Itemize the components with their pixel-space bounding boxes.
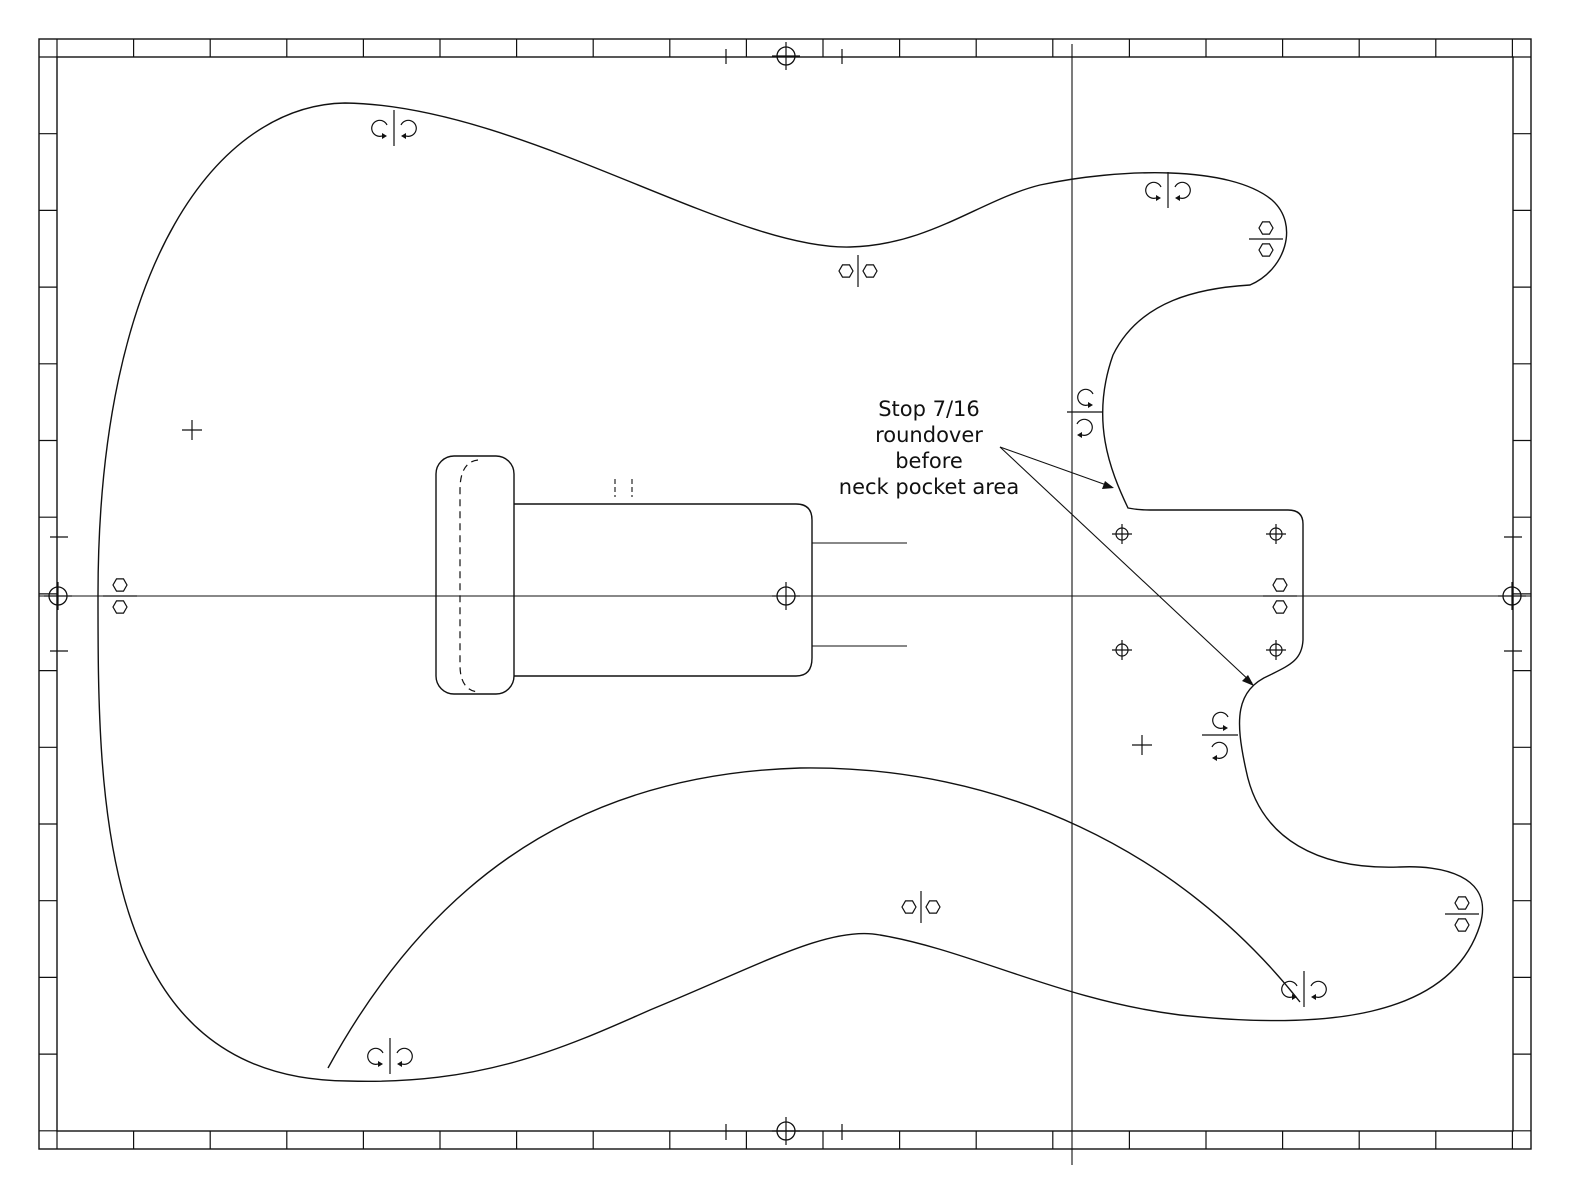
note-arrow-bottom-head xyxy=(1242,675,1254,686)
symbols-layer xyxy=(44,42,1526,1145)
neck-screw-icon xyxy=(1266,524,1286,544)
crosshair-circle-icon xyxy=(1498,582,1526,610)
note-arrow-top-head xyxy=(1102,481,1114,489)
rotation-arrows-icon xyxy=(1281,971,1327,1007)
crosshair-circle-icon xyxy=(772,582,800,610)
body-outline xyxy=(97,102,1483,1083)
rotation-arrows-icon xyxy=(371,110,417,146)
lower-horn-curve xyxy=(327,767,1301,1069)
crosshair-icon xyxy=(1132,735,1152,755)
roundover-note: Stop 7/16 roundover before neck pocket a… xyxy=(824,396,1034,500)
rotation-arrows-icon xyxy=(1202,711,1238,761)
inner-border xyxy=(56,56,1514,1132)
hex-nut-pair-icon xyxy=(838,255,878,287)
rotation-arrows-icon xyxy=(1067,388,1103,438)
note-arrow-top xyxy=(999,446,1113,488)
rotation-arrows-icon xyxy=(367,1038,413,1074)
hex-nut-pair-icon xyxy=(1263,578,1297,614)
neck-screw-icon xyxy=(1266,640,1286,660)
note-line-2: roundover xyxy=(875,423,983,447)
hex-nut-pair-icon xyxy=(1445,896,1479,932)
crosshair-circle-icon xyxy=(772,1117,800,1145)
hex-nut-pair-icon xyxy=(103,578,137,614)
neck-screw-icon xyxy=(1112,524,1132,544)
bridge-inner-dashed xyxy=(459,459,479,693)
note-line-4: neck pocket area xyxy=(838,475,1020,499)
bridge-block xyxy=(435,455,515,695)
note-arrow-bottom xyxy=(999,446,1253,684)
hex-nut-pair-icon xyxy=(901,891,941,923)
note-line-1: Stop 7/16 xyxy=(878,397,980,421)
crosshair-circle-icon xyxy=(44,582,72,610)
control-cavity xyxy=(514,503,813,677)
crosshair-icon xyxy=(182,420,202,440)
note-line-3: before xyxy=(895,449,963,473)
rotation-arrows-icon xyxy=(1145,172,1191,208)
neck-screw-icon xyxy=(1112,640,1132,660)
crosshair-circle-icon xyxy=(772,42,800,70)
hex-nut-pair-icon xyxy=(1249,221,1283,257)
outer-border xyxy=(38,38,1532,1150)
ruler-ticks xyxy=(39,39,1531,1149)
